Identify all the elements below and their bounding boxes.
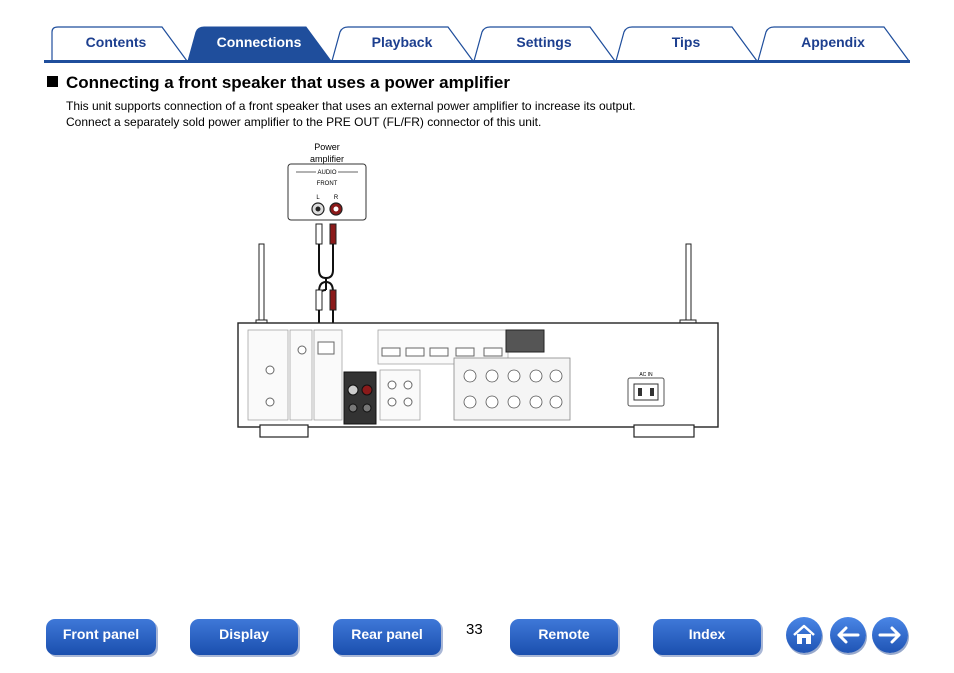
ac-in-label: AC IN <box>639 372 653 378</box>
remote-button[interactable]: Remote <box>510 619 618 655</box>
display-button[interactable]: Display <box>190 619 298 655</box>
back-arrow-icon <box>837 626 860 644</box>
tab-label: Appendix <box>801 34 865 50</box>
foot-left <box>259 424 309 438</box>
tab-shape <box>615 26 758 62</box>
tab-shape <box>473 26 616 62</box>
audio-label: AUDIO <box>317 170 336 176</box>
section-heading: Connecting a front speaker that uses a p… <box>47 73 510 93</box>
back-button[interactable] <box>830 617 866 653</box>
forward-button[interactable] <box>872 617 908 653</box>
description-line-2: Connect a separately sold power amplifie… <box>66 115 542 129</box>
chapter-tabs: Contents Connections Playback Settings T… <box>44 26 910 62</box>
power-amplifier: Power amplifier AUDIO FRONT L R <box>287 142 367 221</box>
index-button[interactable]: Index <box>653 619 761 655</box>
tab-shape <box>331 26 474 62</box>
heading-square-icon <box>47 76 58 87</box>
tab-connections[interactable]: Connections <box>186 26 332 62</box>
amp-label-line1: Power <box>314 142 340 152</box>
front-label: FRONT <box>317 181 338 187</box>
tab-playback[interactable]: Playback <box>330 26 474 62</box>
tab-label: Connections <box>216 34 302 50</box>
tab-shape <box>51 26 188 62</box>
tab-label: Playback <box>371 34 433 50</box>
tab-appendix[interactable]: Appendix <box>756 26 910 62</box>
right-label: R <box>334 195 339 201</box>
rear-panel-button[interactable]: Rear panel <box>333 619 441 655</box>
description-line-1: This unit supports connection of a front… <box>66 99 636 113</box>
tab-label: Tips <box>671 34 701 50</box>
forward-arrow-icon <box>878 626 901 644</box>
connection-diagram: Power amplifier AUDIO FRONT L R <box>237 142 719 438</box>
tab-label: Settings <box>516 34 572 50</box>
home-button[interactable] <box>786 617 822 653</box>
tab-label: Contents <box>85 34 147 50</box>
tab-shape <box>757 26 910 62</box>
front-panel-button[interactable]: Front panel <box>46 619 156 655</box>
tab-underline <box>44 60 910 63</box>
amp-label-line2: amplifier <box>310 154 344 164</box>
heading-text: Connecting a front speaker that uses a p… <box>66 73 510 92</box>
tab-tips[interactable]: Tips <box>614 26 758 62</box>
left-label: L <box>316 195 320 201</box>
tab-settings[interactable]: Settings <box>472 26 616 62</box>
tab-contents[interactable]: Contents <box>44 26 188 62</box>
tab-shape <box>187 26 332 62</box>
page-number: 33 <box>466 621 483 638</box>
receiver-rear-panel: AC IN <box>237 322 719 428</box>
foot-right <box>633 424 695 438</box>
home-icon <box>793 624 815 644</box>
